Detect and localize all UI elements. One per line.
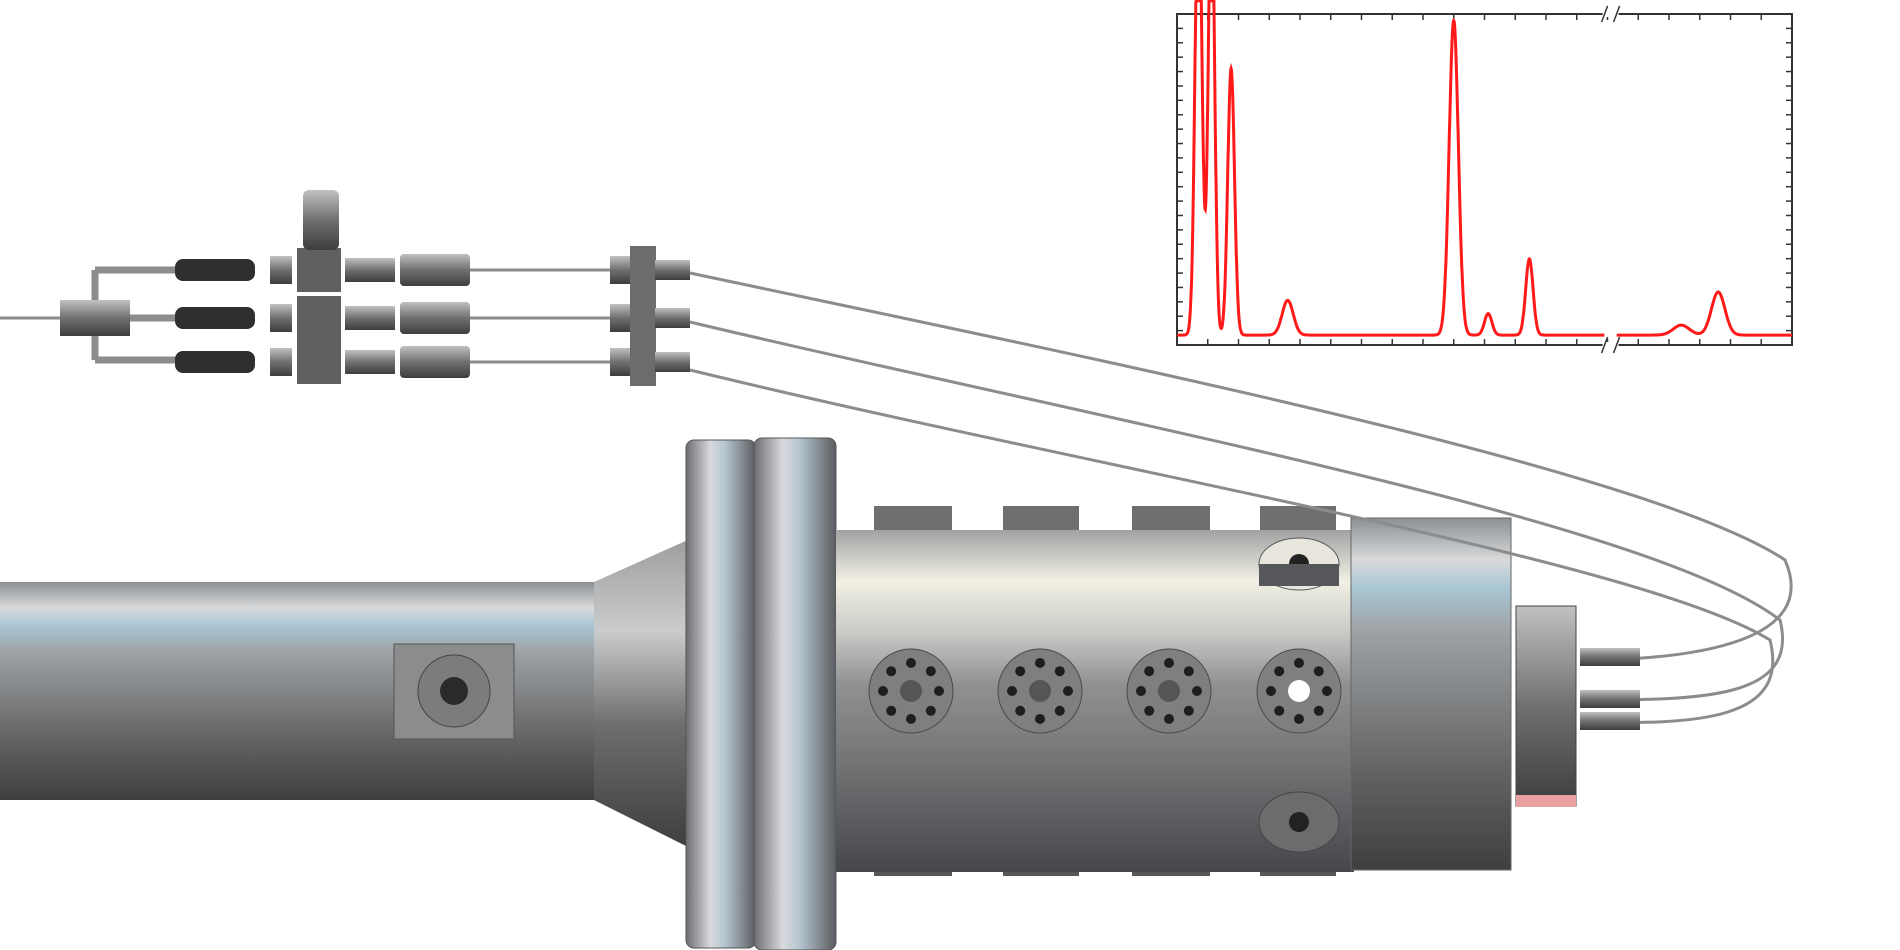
bolt-hole xyxy=(886,666,897,677)
bolt-hole xyxy=(1164,658,1174,668)
flange-2 xyxy=(753,437,837,950)
center-port xyxy=(1288,680,1310,702)
bolt-hole xyxy=(1313,705,1324,716)
gas-lines xyxy=(0,271,1793,725)
bolt-hole xyxy=(925,705,936,716)
valve-row xyxy=(175,246,690,294)
filter xyxy=(400,302,470,334)
tee-body xyxy=(630,294,656,342)
valve-actuator xyxy=(175,307,255,329)
bolt-hole xyxy=(886,705,897,716)
valve-row xyxy=(175,338,690,386)
bolt-hole xyxy=(1183,666,1194,677)
bolt-hole xyxy=(1266,686,1276,696)
filter xyxy=(400,254,470,286)
fitting xyxy=(270,348,292,376)
bolt-hole xyxy=(1035,658,1045,668)
spectrum-inset xyxy=(1176,0,1793,354)
valve-actuator xyxy=(175,259,255,281)
fitting xyxy=(655,260,690,280)
break-gap xyxy=(1602,342,1619,348)
port-flanges xyxy=(868,648,1342,734)
fitting xyxy=(655,308,690,328)
valve-row xyxy=(175,294,690,342)
regulator-cap xyxy=(303,190,339,250)
bolt-hole xyxy=(1136,686,1146,696)
bolt-hole xyxy=(1274,705,1285,716)
bolt-hole xyxy=(906,714,916,724)
bolt-hole xyxy=(934,686,944,696)
bolt-hole xyxy=(1054,666,1065,677)
port-flange xyxy=(1256,648,1342,734)
fitting xyxy=(345,258,395,282)
center-port xyxy=(900,680,922,702)
break-slash xyxy=(1600,5,1609,23)
spectrum-line-segment-2 xyxy=(1616,290,1792,337)
bolt-hole xyxy=(1192,686,1202,696)
break-slash xyxy=(1600,336,1609,354)
fitting xyxy=(345,350,395,374)
bolt-hole xyxy=(1054,705,1065,716)
bolt-hole xyxy=(1063,686,1073,696)
break-gap xyxy=(1602,11,1619,17)
end-flange xyxy=(1515,605,1577,807)
bolt-hole xyxy=(1164,714,1174,724)
valve-manifold xyxy=(60,190,690,386)
valve-actuator xyxy=(175,351,255,373)
bolt-hole xyxy=(1322,686,1332,696)
tee-body xyxy=(630,246,656,294)
bolt-hole xyxy=(1274,666,1285,677)
fitting xyxy=(345,306,395,330)
filter xyxy=(400,346,470,378)
bolt-hole xyxy=(1183,705,1194,716)
reducer-cone xyxy=(594,539,690,848)
top-instrument-flange xyxy=(1258,537,1340,591)
bolt-hole xyxy=(1144,666,1155,677)
fitting xyxy=(655,352,690,372)
port-flange xyxy=(997,648,1083,734)
valve-body xyxy=(297,248,341,292)
port-flange xyxy=(1126,648,1212,734)
center-port xyxy=(1029,680,1051,702)
bolt-hole xyxy=(1035,714,1045,724)
bolt-hole xyxy=(1294,714,1304,724)
fitting xyxy=(270,304,292,332)
top-ports xyxy=(874,506,1336,532)
center-port xyxy=(1158,680,1180,702)
break-slash xyxy=(1612,336,1621,354)
valve-body xyxy=(297,296,341,340)
break-slash xyxy=(1612,5,1621,23)
chart-ticks xyxy=(1177,14,1792,345)
flange-1 xyxy=(685,439,757,949)
bolt-hole xyxy=(1015,666,1026,677)
bolt-hole xyxy=(906,658,916,668)
bolt-hole xyxy=(878,686,888,696)
fitting xyxy=(270,256,292,284)
bolt-hole xyxy=(925,666,936,677)
axis-break-marks xyxy=(1600,5,1621,354)
end-cap xyxy=(1350,517,1512,871)
bolt-hole xyxy=(1015,705,1026,716)
side-port xyxy=(393,643,515,740)
bolt-hole xyxy=(1007,686,1017,696)
bolt-hole xyxy=(1313,666,1324,677)
gas-feedthrough-fittings xyxy=(1580,648,1640,730)
chart-frame xyxy=(1176,13,1793,346)
bolt-hole xyxy=(1294,658,1304,668)
bottom-instrument-flange xyxy=(1258,791,1340,853)
valve-body xyxy=(297,340,341,384)
tee-body xyxy=(630,338,656,386)
spectrum-line-segment-1 xyxy=(1177,0,1605,337)
bolt-hole xyxy=(1144,705,1155,716)
port-flange xyxy=(868,648,954,734)
